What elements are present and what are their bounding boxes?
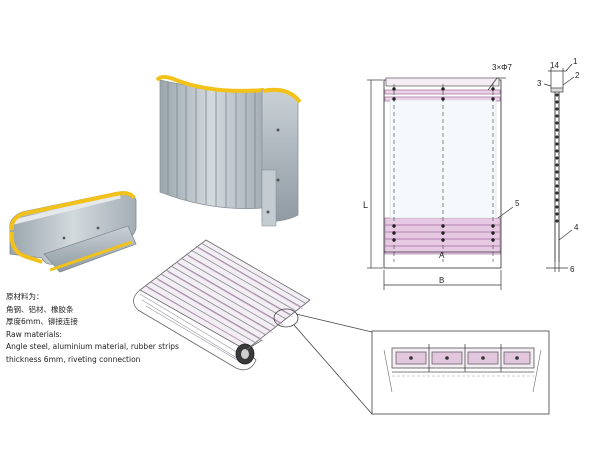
callout-5: 5: [515, 199, 520, 208]
dim-L-label: L: [363, 200, 368, 210]
side-view-dimensions: [543, 63, 575, 272]
materials-note: 原材料为： 角钢、铝材、橡胶条 厚度6mm、铆接连接 Raw materials…: [6, 291, 206, 366]
materials-spec-en: thickness 6mm, riveting connection: [6, 354, 141, 364]
dim-B-label: B: [439, 276, 444, 285]
side-view-drawing: [550, 87, 564, 262]
curved-apron-cover-photo: [155, 75, 302, 227]
holes-label: 3×Φ7: [492, 63, 513, 72]
callout-3: 3: [537, 79, 542, 88]
callout-6: 6: [570, 265, 575, 274]
materials-list-zh: 角钢、铝材、橡胶条: [6, 304, 74, 314]
callout-1: 1: [573, 57, 578, 66]
materials-title-zh: 原材料为：: [6, 292, 44, 301]
callout-4: 4: [574, 223, 579, 232]
front-view-drawing: [383, 77, 502, 269]
dim-14-label: 14: [550, 61, 559, 70]
materials-title-en: Raw materials:: [6, 329, 62, 339]
materials-spec-zh: 厚度6mm、铆接连接: [6, 317, 78, 326]
front-view-dimensions: [367, 77, 514, 290]
materials-list-en: Angle steel, aluminium material, rubber …: [6, 342, 179, 351]
loop-apron-cover-photo: [9, 191, 137, 273]
rolled-slat-apron-photo: [133, 239, 311, 371]
dim-A-label: A: [439, 251, 445, 260]
callout-2: 2: [575, 71, 580, 80]
detail-leader-lines: [273, 308, 373, 415]
riveting-detail-section: [371, 330, 550, 415]
